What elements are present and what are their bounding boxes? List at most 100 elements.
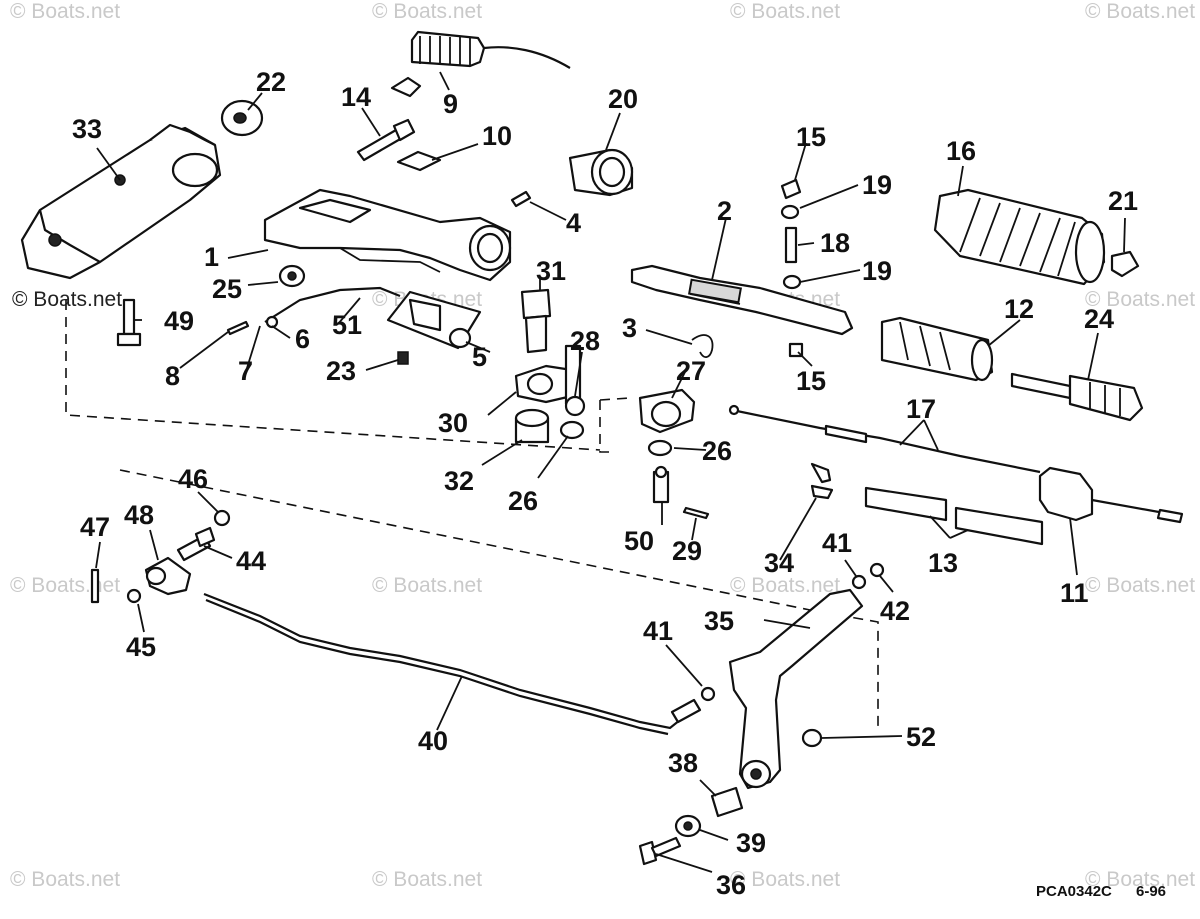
- callout-31: 31: [536, 256, 566, 286]
- part-2-throttle-shaft: [630, 264, 854, 336]
- callout-33: 33: [72, 114, 102, 144]
- callout-28: 28: [570, 326, 600, 356]
- watermark-dark: © Boats.net: [12, 288, 122, 311]
- callout-38: 38: [668, 748, 698, 778]
- callout-24: 24: [1084, 304, 1114, 334]
- watermark: © Boats.net: [1085, 0, 1195, 23]
- part-34-clip: [810, 462, 834, 500]
- watermark: © Boats.net: [372, 0, 482, 23]
- callout-2: 2: [717, 196, 732, 226]
- part-32-spacer: [514, 408, 550, 444]
- callout-26: 26: [702, 436, 732, 466]
- callout-35: 35: [704, 606, 734, 636]
- part-25-grommet: [278, 264, 306, 288]
- callout-48: 48: [124, 500, 154, 530]
- callout-3: 3: [622, 313, 637, 343]
- part-13-tubes: [864, 486, 1044, 546]
- part-31-pin: [520, 288, 552, 354]
- part-50-stud: [652, 465, 670, 504]
- watermark: © Boats.net: [1085, 288, 1195, 311]
- callout-25: 25: [212, 274, 242, 304]
- callout-41: 41: [822, 528, 852, 558]
- part-5-stop-switch: [264, 286, 482, 350]
- callout-20: 20: [608, 84, 638, 114]
- part-45-nut: [126, 588, 142, 604]
- part-26-washer: [559, 420, 673, 457]
- callout-4: 4: [566, 208, 581, 238]
- watermark: © Boats.net: [372, 574, 482, 597]
- part-49-bolt: [116, 298, 142, 347]
- part-47-pin: [90, 568, 100, 604]
- part-21-cap: [1110, 250, 1140, 278]
- callout-6: 6: [295, 324, 310, 354]
- watermark: © Boats.net: [10, 0, 120, 23]
- callout-47: 47: [80, 512, 110, 542]
- part-27-bracket: [638, 388, 696, 434]
- callout-32: 32: [444, 466, 474, 496]
- callout-14: 14: [341, 82, 371, 112]
- part-39-washer: [674, 814, 702, 838]
- part-30-bracket: [514, 344, 582, 406]
- part-15-19-18-stack: [780, 178, 804, 358]
- callout-7: 7: [238, 356, 253, 386]
- leader-lines: [95, 71, 1126, 873]
- callout-19: 19: [862, 256, 892, 286]
- callout-36: 36: [716, 870, 746, 900]
- part-36-bolt: [638, 836, 682, 866]
- callout-44: 44: [236, 546, 266, 576]
- callout-26: 26: [508, 486, 538, 516]
- part-11-friction-block: [1038, 466, 1184, 524]
- part-1-tiller-arm: [263, 188, 512, 282]
- part-29-pin: [682, 506, 710, 520]
- callout-12: 12: [1004, 294, 1034, 324]
- watermark: © Boats.net: [730, 0, 840, 23]
- callout-39: 39: [736, 828, 766, 858]
- part-48-rod-end: [144, 556, 192, 596]
- part-44-stud: [176, 526, 216, 562]
- callout-42: 42: [880, 596, 910, 626]
- diagram-date: 6-96: [1136, 883, 1166, 900]
- callout-19: 19: [862, 170, 892, 200]
- part-4-pin: [510, 190, 532, 208]
- callout-46: 46: [178, 464, 208, 494]
- part-35-shift-lever: [728, 588, 864, 790]
- callout-52: 52: [906, 722, 936, 752]
- part-38-bushing: [710, 786, 744, 818]
- callout-29: 29: [672, 536, 702, 566]
- watermark: © Boats.net: [730, 868, 840, 891]
- callout-16: 16: [946, 136, 976, 166]
- part-12-sleeve: [880, 316, 994, 382]
- callout-5: 5: [472, 342, 487, 372]
- part-28-nut: [564, 395, 586, 417]
- callout-40: 40: [418, 726, 448, 756]
- callout-15: 15: [796, 122, 826, 152]
- watermark: © Boats.net: [10, 574, 120, 597]
- part-3-clip: [691, 334, 714, 358]
- callout-11: 11: [1060, 578, 1089, 608]
- callout-49: 49: [164, 306, 194, 336]
- part-24-cap-assembly: [1010, 372, 1144, 422]
- diagram-code: PCA0342C: [1036, 883, 1112, 900]
- callout-22: 22: [256, 67, 286, 97]
- callout-41: 41: [643, 616, 673, 646]
- part-22-bushing: [220, 99, 264, 137]
- part-9-spring: [390, 30, 571, 98]
- watermark: © Boats.net: [730, 574, 840, 597]
- callout-34: 34: [764, 548, 794, 578]
- callout-9: 9: [443, 89, 458, 119]
- part-23-screw: [397, 351, 409, 365]
- part-33-bracket: [20, 123, 222, 280]
- part-40-shift-rod: [203, 592, 702, 736]
- callout-45: 45: [126, 632, 156, 662]
- callout-17: 17: [906, 394, 936, 424]
- part-52-ring: [801, 728, 823, 748]
- callout-18: 18: [820, 228, 850, 258]
- part-8-screw: [226, 320, 250, 336]
- part-14-bolt: [356, 118, 416, 162]
- part-16-grip: [933, 188, 1106, 286]
- callout-10: 10: [482, 121, 512, 151]
- part-17-throttle-cable: [728, 404, 1041, 474]
- part-20-sleeve: [568, 148, 634, 197]
- callout-50: 50: [624, 526, 654, 556]
